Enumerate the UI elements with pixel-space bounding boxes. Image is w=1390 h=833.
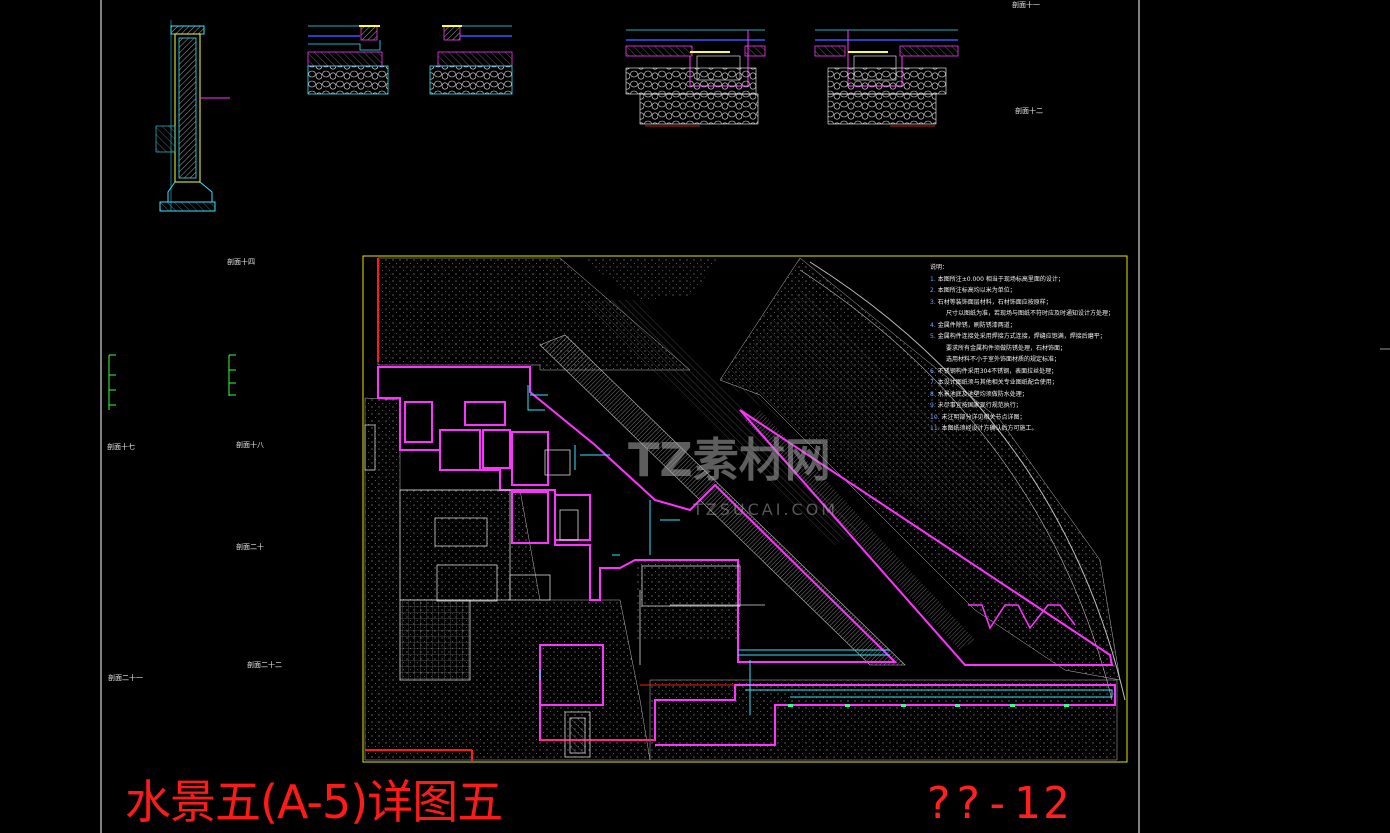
detail-label-14: 剖面十四	[227, 258, 255, 266]
note-text: 选用材料不小于室外饰面材质的规定标准；	[946, 356, 1061, 363]
note-text: 未尽事宜按国家现行规范执行；	[937, 402, 1022, 409]
design-notes: 说明： 1.本图所注±0.000 相当于现场标高里面的设计；2.本图所注标高均以…	[930, 262, 1114, 435]
sheet-number: ??-12	[925, 778, 1073, 829]
note-item: 10.未注明部分详见相关节点详图；	[930, 412, 1114, 424]
note-item: 3.石材等装饰面层材料，石材饰面应按原样；	[930, 297, 1114, 309]
note-text: 本设计图纸须与其他相关专业图纸配合使用；	[937, 379, 1058, 386]
note-number: 1.	[930, 275, 936, 283]
detail-label-20: 剖面二十	[236, 543, 264, 551]
note-text: 尺寸以图纸为准，若现场与图纸不符时应及时通知设计方处理；	[946, 310, 1115, 317]
watermark-text: TZ素材网	[628, 433, 831, 487]
detail-label-11: 剖面十一	[1012, 1, 1040, 9]
water-lines	[527, 385, 1113, 715]
note-text: 水景池底及池壁均须做防水处理；	[937, 390, 1028, 398]
note-text: 不锈钢构件采用304不锈钢，表面拉丝处理；	[937, 367, 1058, 375]
note-item: 5.金属构件连接处采用焊接方式连接，焊缝应饱满，焊接后磨平；	[930, 331, 1114, 343]
drawing-title: 水景五(A-5)详图五	[125, 775, 503, 829]
note-item: 7.本设计图纸须与其他相关专业图纸配合使用；	[930, 377, 1114, 389]
edge-section-b	[429, 25, 513, 95]
note-text: 金属件除锈，刷防锈漆两道；	[937, 321, 1016, 329]
detail-label-17: 剖面十七	[107, 443, 135, 451]
plan-border	[362, 255, 1128, 763]
detail-label-22: 剖面二十二	[247, 661, 282, 669]
note-item: 8.水景池底及池壁均须做防水处理；	[930, 389, 1114, 401]
structures	[364, 424, 765, 758]
note-text: 未注明部分详见相关节点详图；	[941, 413, 1026, 421]
note-item: 要求所有金属构件须做防锈处理，石材饰面；	[930, 343, 1114, 355]
note-number: 10.	[930, 413, 940, 421]
note-item: 11.本图纸须经设计方确认后方可施工。	[930, 423, 1114, 435]
note-number: 6.	[930, 367, 936, 375]
note-item: 选用材料不小于室外饰面材质的规定标准；	[930, 354, 1114, 366]
red-markup	[365, 258, 735, 762]
note-text: 本图所注标高均以米为单位；	[937, 287, 1016, 294]
edge-section-a	[307, 25, 389, 95]
lamp-markers	[788, 704, 1069, 707]
note-number: 7.	[930, 379, 936, 386]
detail-label-21: 剖面二十一	[108, 674, 143, 682]
note-number: 3.	[930, 298, 936, 306]
note-item: 1.本图所注±0.000 相当于现场标高里面的设计；	[930, 274, 1114, 286]
site-plan[interactable]	[362, 255, 1128, 763]
sheet-frame	[100, 0, 1140, 833]
note-text: 本图所注±0.000 相当于现场标高里面的设计；	[937, 275, 1064, 283]
note-number: 5.	[930, 333, 936, 340]
note-item: 2.本图所注标高均以米为单位；	[930, 285, 1114, 297]
note-text: 石材等装饰面层材料，石材饰面应按原样；	[937, 298, 1052, 306]
note-number: 8.	[930, 390, 936, 398]
detail-label-18: 剖面十八	[236, 441, 264, 449]
channel-section-b	[814, 29, 959, 127]
green-markers	[108, 354, 236, 410]
note-item: 4.金属件除锈，刷防锈漆两道；	[930, 320, 1114, 332]
detail-label-12: 剖面十二	[1015, 107, 1043, 115]
notes-list: 1.本图所注±0.000 相当于现场标高里面的设计；2.本图所注标高均以米为单位…	[930, 274, 1114, 435]
note-item: 9.未尽事宜按国家现行规范执行；	[930, 400, 1114, 412]
channel-section-a	[625, 29, 766, 127]
note-number: 4.	[930, 321, 936, 329]
notes-heading: 说明：	[930, 264, 949, 271]
watermark-url: TZSUCAI.COM	[693, 500, 839, 519]
wall-section-detail	[155, 20, 230, 212]
note-text: 本图纸须经设计方确认后方可施工。	[941, 425, 1038, 432]
note-number: 9.	[930, 402, 936, 409]
note-item: 尺寸以图纸为准，若现场与图纸不符时应及时通知设计方处理；	[930, 308, 1114, 320]
note-number: 11.	[930, 425, 940, 432]
note-text: 金属构件连接处采用焊接方式连接，焊缝应饱满，焊接后磨平；	[937, 333, 1106, 340]
note-item: 6.不锈钢构件采用304不锈钢，表面拉丝处理；	[930, 366, 1114, 378]
note-number: 2.	[930, 287, 936, 294]
note-text: 要求所有金属构件须做防锈处理，石材饰面；	[946, 344, 1067, 352]
